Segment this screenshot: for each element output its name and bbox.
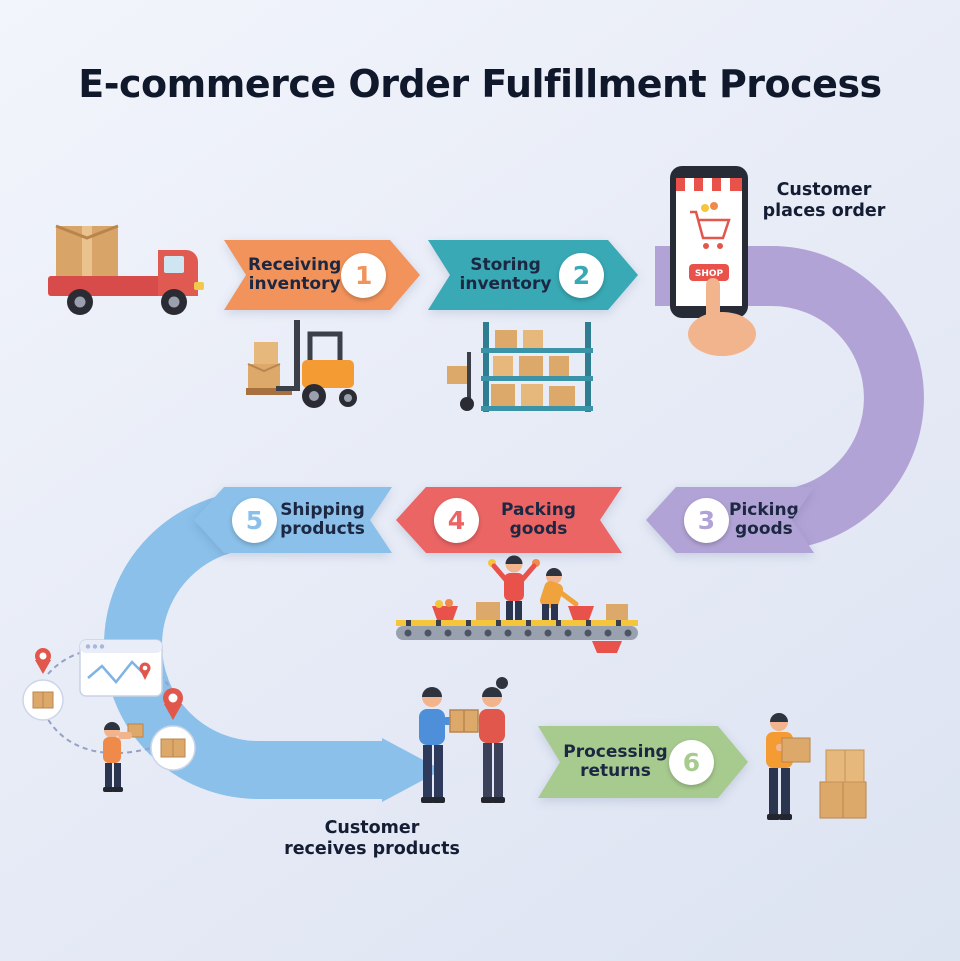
packing-conveyor-illustration [392,546,642,656]
cargo-box [55,224,119,278]
delivery-truck-illustration [46,220,211,320]
step-arrow-1-shape: Receiving inventory 1 [224,240,420,310]
step-arrow-5-shape: 5 Shipping products [194,487,392,553]
package-node-right [150,725,196,771]
step-arrow-3-shape: 3 Picking goods [646,487,814,553]
returns-person [766,713,811,820]
connector-purple [655,246,924,550]
belt-items [432,599,628,620]
route-line [43,711,159,755]
pallet-boxes [246,342,292,395]
shipping-tracking-illustration [20,626,215,794]
package-node-left [22,679,64,721]
step-arrow-2: Storing inventory 2 [428,240,638,310]
tracking-browser-window [79,639,163,697]
returns-worker-illustration [752,700,877,835]
annotation-customer-places-order: Customer places order [762,180,886,221]
hand [688,278,756,356]
step-arrow-5: 5 Shipping products [194,487,392,553]
step-label-5: Shipping products [280,499,365,539]
step-label-6: Processing returns [563,741,668,781]
shelf-rack [481,322,593,412]
shop-button: SHOP [689,264,729,281]
conveyor-belt [396,620,638,640]
packing-worker-right [540,568,579,621]
step-number-6: 6 [669,740,714,785]
location-pin-small [35,648,51,674]
step-number-3: 3 [684,498,729,543]
step-arrow-6: Processing returns 6 [538,726,748,798]
page-title: E-commerce Order Fulfillment Process [78,62,882,106]
shop-awning [676,178,742,191]
step-arrow-1: Receiving inventory 1 [224,240,420,310]
connector-blue-arrowhead [382,738,442,802]
hand-truck [447,352,474,411]
packing-worker-left [488,555,540,621]
step-number-4: 4 [434,498,479,543]
step-number-5: 5 [232,498,277,543]
cart-item [710,202,718,210]
shop-button-label: SHOP [695,269,724,279]
step-arrow-3: 3 Picking goods [646,487,814,553]
courier-man [419,687,476,803]
truck-wheels [67,289,187,315]
warehouse-rack-illustration [443,322,593,414]
phone-order-illustration: SHOP [648,166,768,356]
step-number-2: 2 [559,253,604,298]
courier-person [103,722,144,792]
box-stack [819,749,867,819]
shopping-cart-icon [690,210,731,249]
step-label-1: Receiving inventory [248,254,342,294]
handoff-box [449,709,479,733]
smartphone: SHOP [670,166,748,318]
red-crate [592,641,622,653]
package-handoff-illustration [386,670,538,822]
forklift-illustration [246,314,376,414]
annotation-customer-receives-products: Customer receives products [284,818,460,859]
step-number-1: 1 [341,253,386,298]
cart-item [701,204,709,212]
step-arrow-4: 4 Packing goods [396,487,622,553]
step-label-3: Picking goods [729,499,799,539]
step-label-4: Packing goods [501,499,576,539]
customer-woman [452,677,508,803]
step-label-2: Storing inventory [459,254,552,294]
forklift-body [276,320,357,408]
step-arrow-6-shape: Processing returns 6 [538,726,748,798]
step-arrow-2-shape: Storing inventory 2 [428,240,638,310]
location-pin-large [163,688,183,720]
step-arrow-4-shape: 4 Packing goods [396,487,622,553]
